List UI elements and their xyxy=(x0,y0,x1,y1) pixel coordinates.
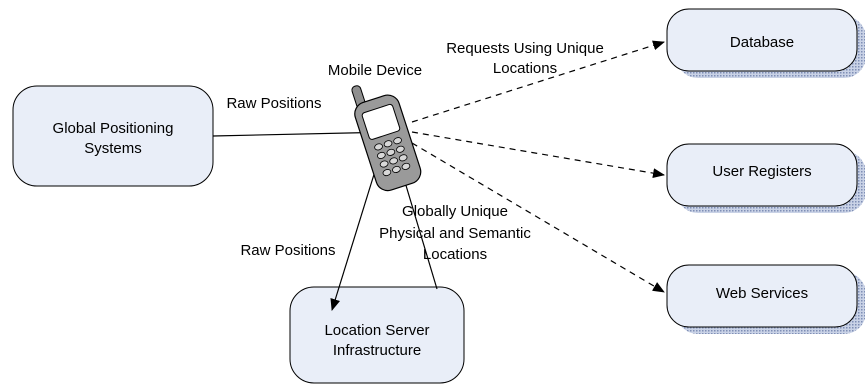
location-server-label-line2: Infrastructure xyxy=(333,342,421,359)
database-label: Database xyxy=(730,34,794,51)
gps-label-line2: Systems xyxy=(84,140,142,157)
server-to-device-label-line2: Physical and Semantic xyxy=(379,225,531,242)
requests-label-line2: Locations xyxy=(493,60,557,77)
device-to-server-label: Raw Positions xyxy=(240,242,335,259)
device-to-user-registers-arrow xyxy=(411,131,665,179)
server-to-device-label-line1: Globally Unique xyxy=(402,203,508,220)
user-registers-label: User Registers xyxy=(712,163,811,180)
database-box xyxy=(666,8,858,72)
requests-label-line1: Requests Using Unique xyxy=(446,40,604,57)
web-services-box xyxy=(666,264,858,328)
device-to-web-services-arrow xyxy=(411,142,665,293)
mobile-device-icon xyxy=(351,85,422,192)
mobile-device-label: Mobile Device xyxy=(328,62,422,79)
server-to-device-label-line3: Locations xyxy=(423,246,487,263)
web-services-label: Web Services xyxy=(716,285,808,302)
device-to-database-arrow xyxy=(411,40,665,123)
location-server-label-line1: Location Server xyxy=(324,322,429,339)
gps-node: Global Positioning Systems xyxy=(12,85,214,187)
gps-label-line1: Global Positioning xyxy=(53,120,174,137)
phone-screen xyxy=(361,103,401,140)
device-to-server-arrow xyxy=(330,154,381,311)
web-services-node: Web Services xyxy=(666,264,858,328)
location-server-box xyxy=(289,286,465,384)
phone-keypad xyxy=(374,137,411,177)
user-registers-node: User Registers xyxy=(666,143,858,207)
location-server-node: Location Server Infrastructure xyxy=(289,286,465,384)
user-registers-box xyxy=(666,143,858,207)
database-node: Database xyxy=(666,8,858,72)
gps-to-device-label: Raw Positions xyxy=(226,95,321,112)
